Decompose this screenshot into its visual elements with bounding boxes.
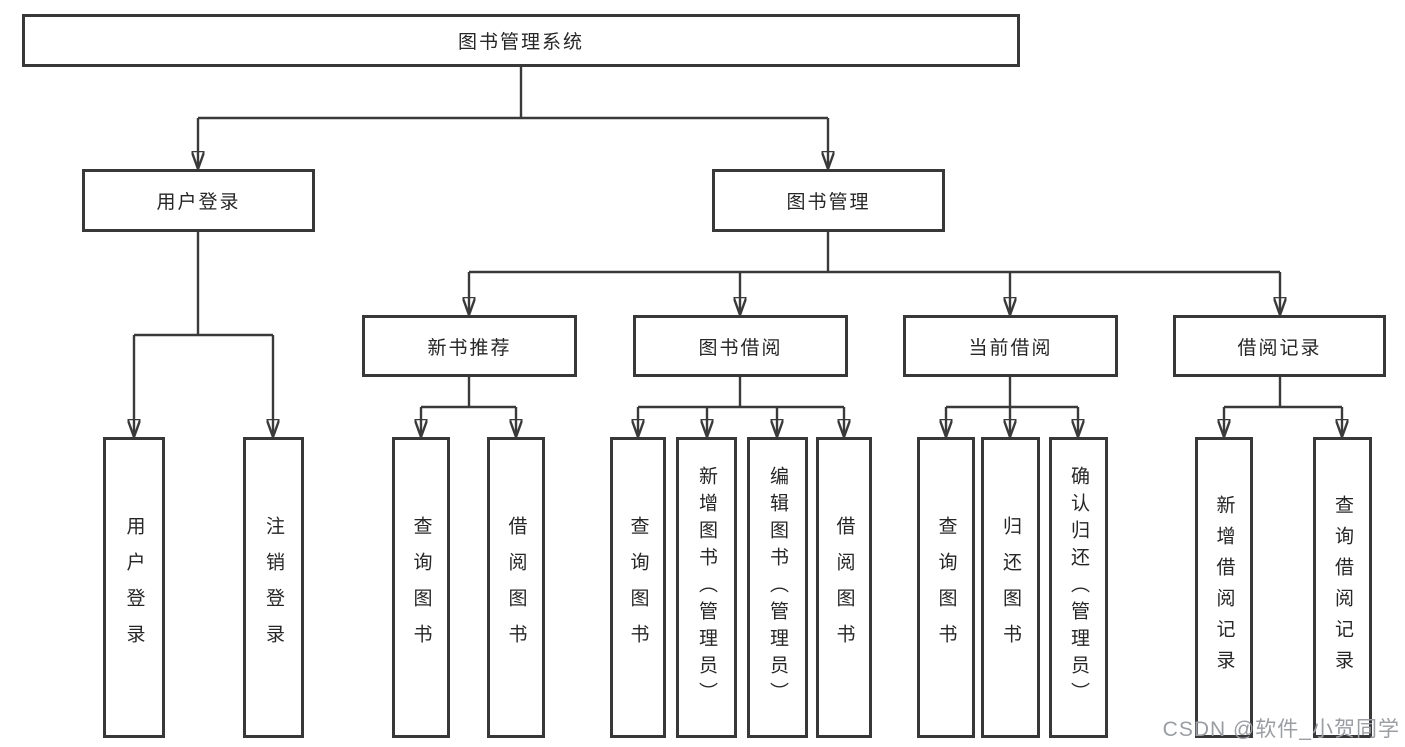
node-new-book-recommend: 新书推荐 <box>362 315 577 377</box>
wire-borrow-records-to-leaves <box>1224 377 1342 435</box>
node-cb-query-books: 查询图书 <box>917 437 975 738</box>
wire-book-management-to-level3 <box>469 232 1280 313</box>
node-current-borrow: 当前借阅 <box>903 315 1118 377</box>
wire-user-login-to-leaves <box>134 232 273 435</box>
node-borrow-records: 借阅记录 <box>1173 315 1386 377</box>
node-rec-query-books: 查询图书 <box>392 437 450 738</box>
node-leaf-logout: 注销登录 <box>243 437 304 738</box>
node-leaf-user-login: 用户登录 <box>103 437 165 738</box>
csdn-watermark: CSDN @软件_小贺同学 <box>1162 718 1400 741</box>
wire-book-borrow-to-leaves <box>638 377 844 435</box>
node-bb-add-books-admin: 新增图书（管理员） <box>676 437 737 738</box>
node-br-add-record: 新增借阅记录 <box>1195 437 1253 738</box>
wire-new-book-recommend-to-leaves <box>421 377 516 435</box>
node-br-query-record: 查询借阅记录 <box>1313 437 1372 738</box>
node-user-login: 用户登录 <box>82 169 315 232</box>
node-bb-edit-books-admin: 编辑图书（管理员） <box>747 437 808 738</box>
node-root: 图书管理系统 <box>22 14 1020 67</box>
node-bb-query-books: 查询图书 <box>610 437 666 738</box>
wire-current-borrow-to-leaves <box>946 377 1078 435</box>
node-rec-borrow-books: 借阅图书 <box>487 437 545 738</box>
wire-root-to-level2 <box>198 67 828 167</box>
node-book-management: 图书管理 <box>712 169 945 232</box>
node-cb-return-books: 归还图书 <box>981 437 1040 738</box>
node-cb-confirm-return-admin: 确认归还（管理员） <box>1049 437 1108 738</box>
node-bb-borrow-books: 借阅图书 <box>816 437 872 738</box>
node-book-borrow: 图书借阅 <box>633 315 848 377</box>
